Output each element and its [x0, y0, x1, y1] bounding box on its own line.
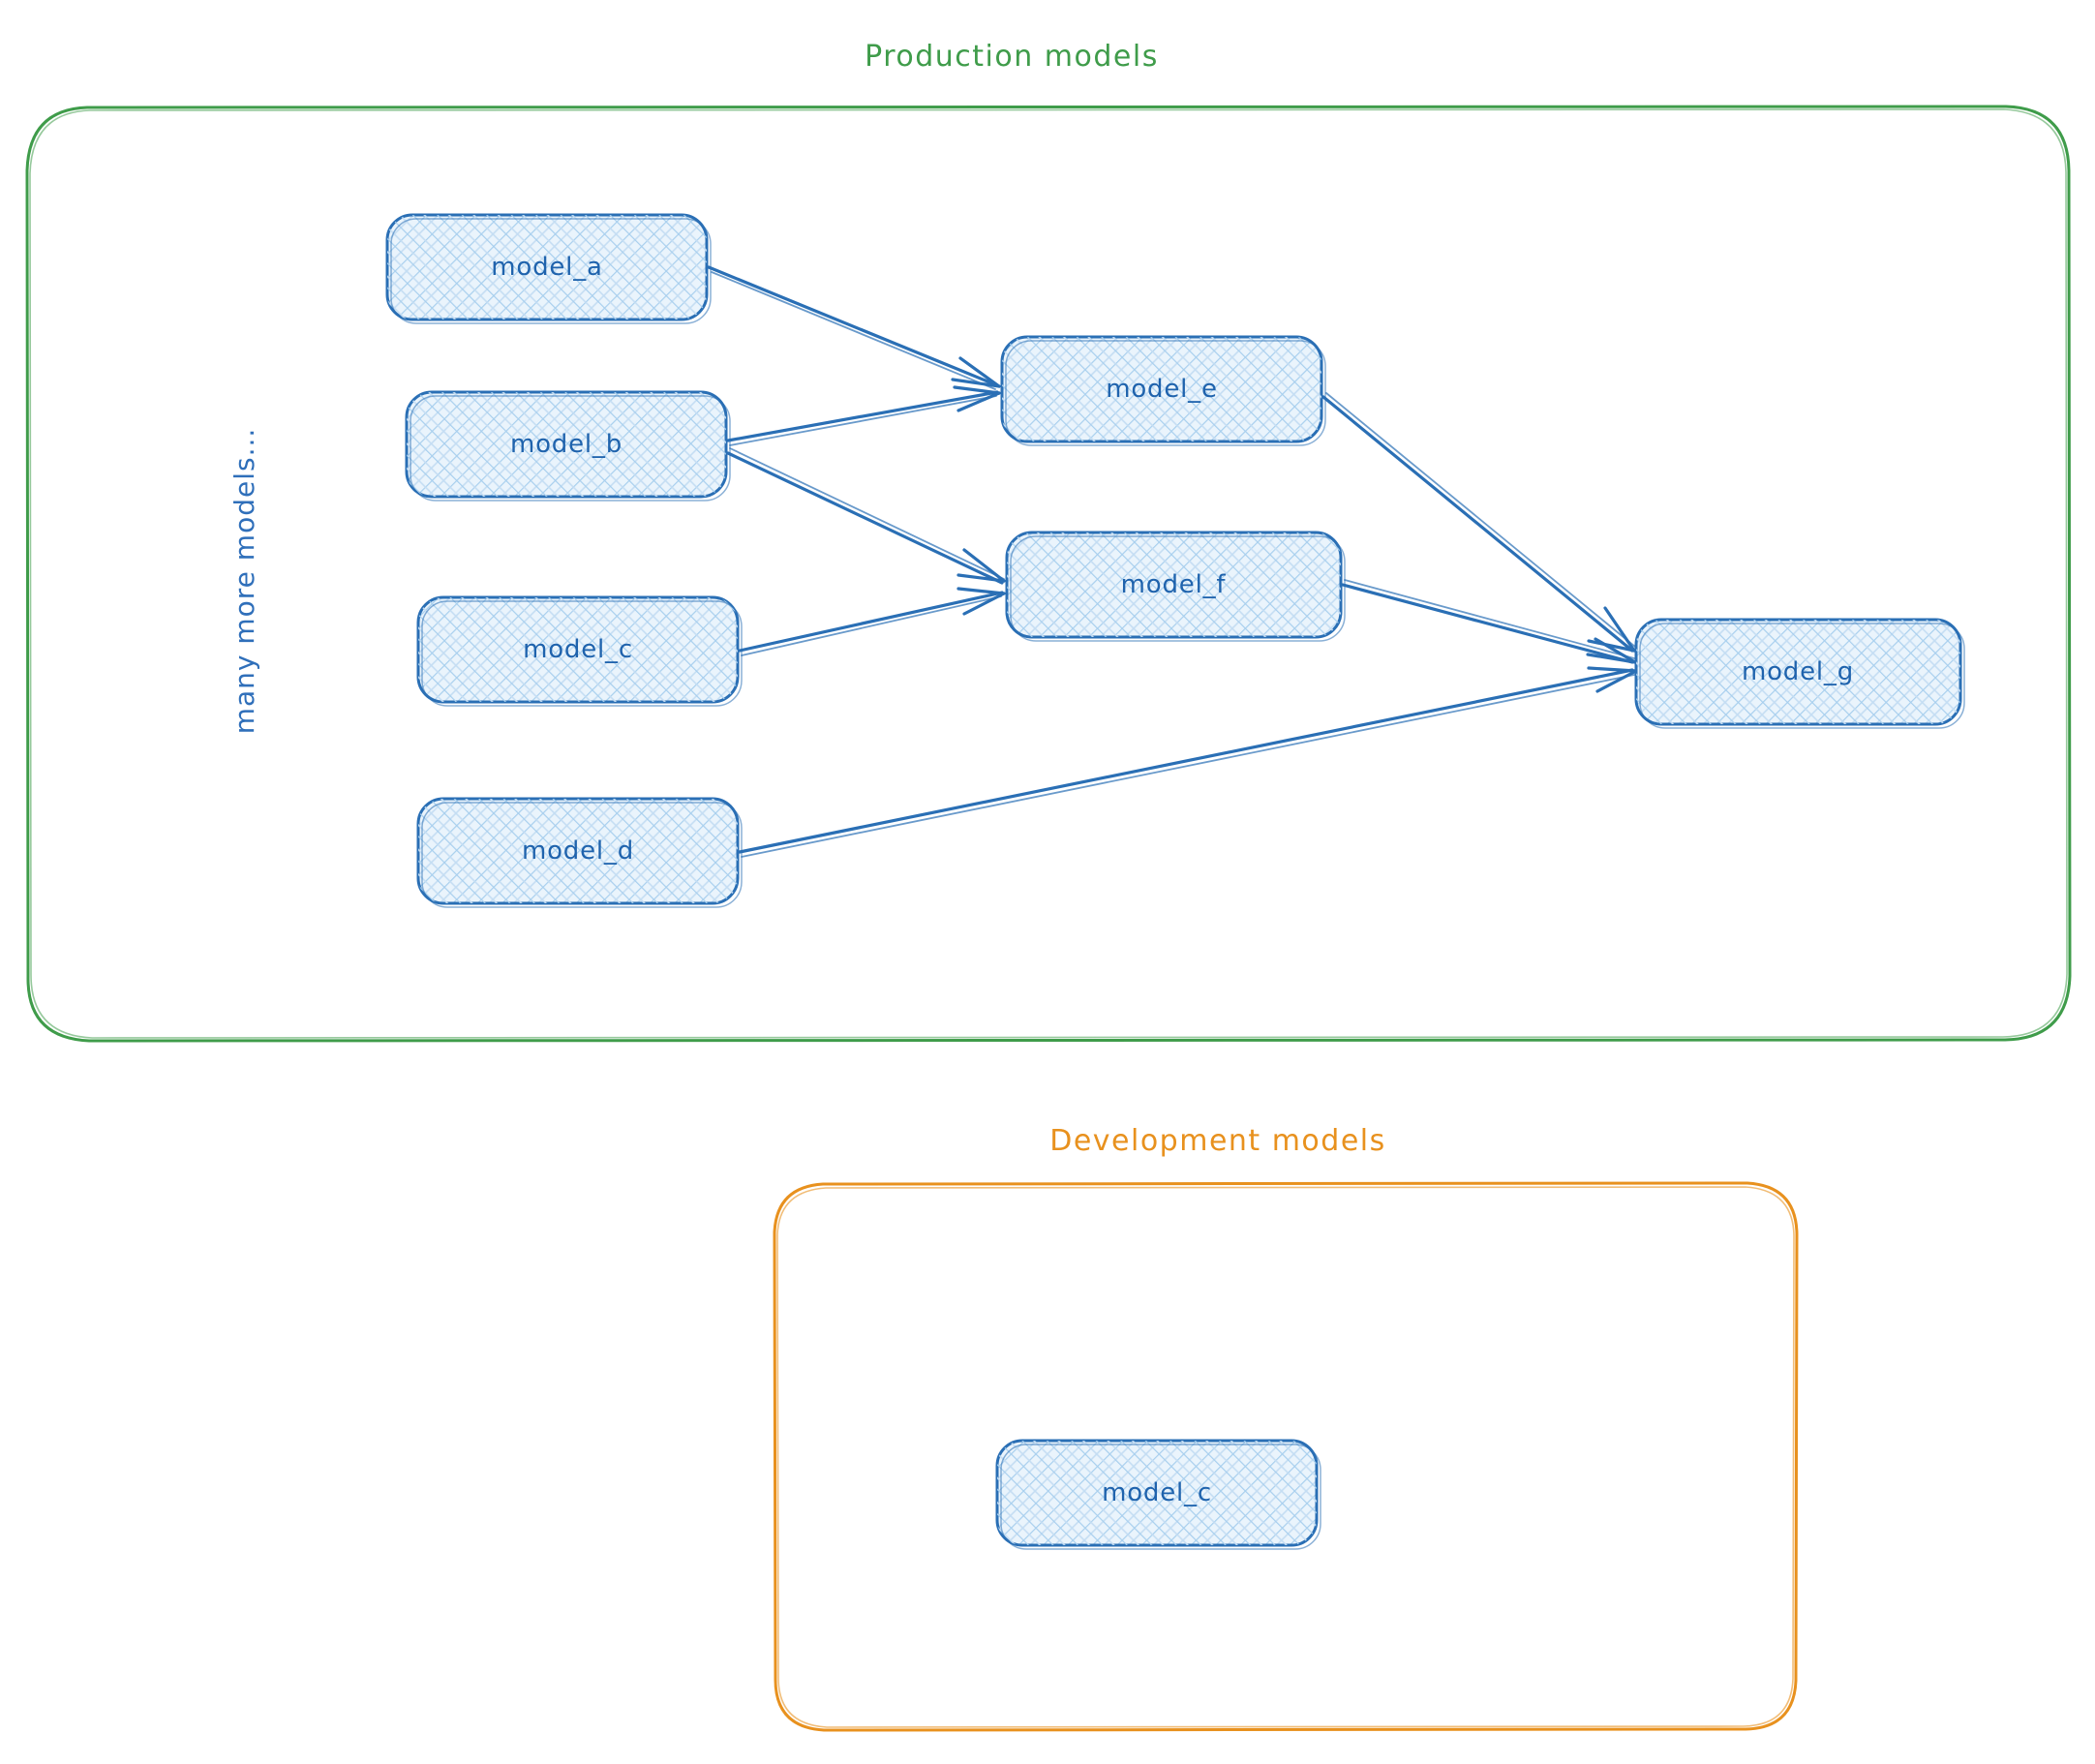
group-production — [25, 105, 2072, 1043]
node-model-g[interactable]: model_g — [1634, 618, 1965, 729]
node-label-model-d: model_d — [522, 836, 634, 866]
node-label-model-a: model_a — [491, 253, 603, 282]
node-label-model-e: model_e — [1106, 375, 1218, 404]
production-container-border-sketch — [29, 108, 2068, 1039]
edge-model-c-to-model-f — [738, 587, 1006, 656]
development-group-title: Development models — [1049, 1124, 1386, 1158]
node-label-model-f: model_f — [1121, 570, 1227, 599]
development-container-border-sketch — [776, 1186, 1795, 1728]
production-container-border — [25, 105, 2072, 1043]
node-label-model-g: model_g — [1742, 657, 1854, 686]
node-model-b[interactable]: model_b — [405, 390, 731, 502]
node-label-dev-model-c: model_c — [1102, 1478, 1212, 1507]
edge-model-b-to-model-e — [726, 385, 1001, 446]
node-model-c[interactable]: model_c — [416, 595, 743, 707]
many-more-models-note: many more models... — [228, 428, 260, 735]
production-group-title: Production models — [865, 40, 1159, 74]
edges-layer — [707, 265, 1638, 858]
node-model-a[interactable]: model_a — [385, 213, 712, 324]
node-label-model-b: model_b — [510, 430, 622, 459]
edge-model-e-to-model-g — [1321, 392, 1636, 653]
edge-model-d-to-model-g — [738, 666, 1638, 858]
node-model-d[interactable]: model_d — [416, 797, 743, 908]
edge-model-b-to-model-f — [726, 447, 1006, 585]
edge-model-f-to-model-g — [1341, 579, 1637, 664]
development-container-border — [773, 1181, 1799, 1732]
node-dev-model-c[interactable]: model_c — [995, 1439, 1321, 1550]
node-model-f[interactable]: model_f — [1005, 531, 1346, 642]
group-development — [773, 1181, 1799, 1732]
node-label-model-c: model_c — [523, 635, 633, 664]
node-model-e[interactable]: model_e — [1000, 335, 1326, 446]
edge-model-a-to-model-e — [707, 265, 1001, 390]
